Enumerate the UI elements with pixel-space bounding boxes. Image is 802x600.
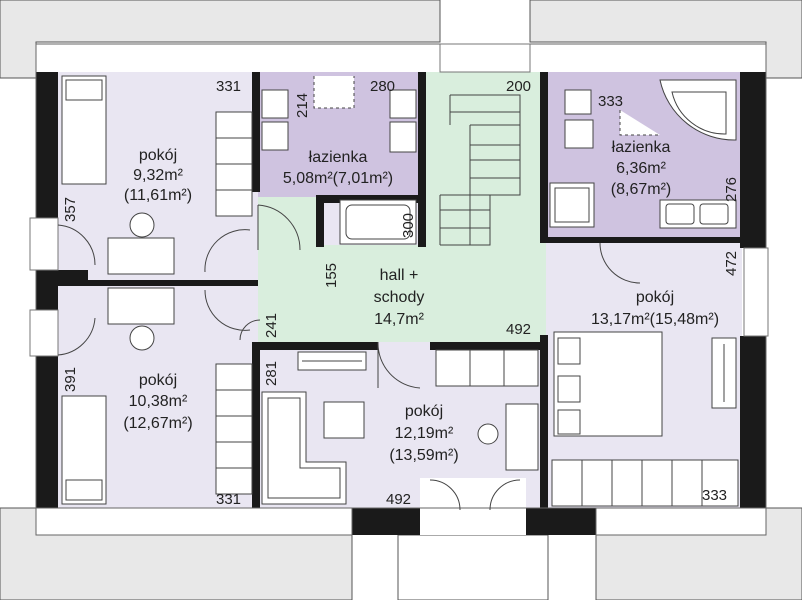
balcony-floor [420, 478, 526, 535]
dim-155: 155 [323, 263, 340, 288]
dim-331-top: 331 [216, 78, 241, 95]
dim-492-top: 492 [506, 321, 531, 338]
room-bottom-center-area: 12,19m² [395, 425, 454, 442]
windows [29, 43, 769, 357]
window-left-top [29, 217, 59, 271]
bath-right-area-gross: (8,67m²) [611, 181, 671, 198]
hall-area: 14,7m² [374, 311, 424, 328]
dim-241: 241 [263, 313, 280, 338]
dim-357: 357 [62, 197, 79, 222]
dim-492-bottom: 492 [386, 491, 411, 508]
walls [36, 72, 766, 535]
window-right [743, 247, 769, 337]
dim-300: 300 [400, 213, 417, 238]
dim-472: 472 [723, 251, 740, 276]
bath-right-area: 6,36m² [616, 160, 666, 177]
dim-331-bottom: 331 [216, 491, 241, 508]
bath-left-area: 5,08m²(7,01m²) [283, 170, 393, 187]
room-right-name: pokój [636, 289, 674, 306]
dim-214: 214 [294, 93, 311, 118]
dimension-labels: 331 214 280 200 333 357 276 300 155 472 … [62, 78, 740, 508]
bath-right-name: łazienka [612, 139, 671, 156]
room-labels: pokój 9,32m² (11,61m²) łazienka 5,08m²(7… [123, 139, 719, 464]
room-bottom-left-area: 10,38m² [129, 393, 188, 410]
dim-333-bottom: 333 [702, 487, 727, 504]
wardrobe-right [551, 459, 739, 507]
furniture [61, 75, 739, 507]
dim-280: 280 [370, 78, 395, 95]
room-bottom-left-area-gross: (12,67m²) [123, 415, 192, 432]
room-right-area: 13,17m²(15,48m²) [591, 311, 719, 328]
wardrobe-bottom-left [215, 363, 253, 495]
room-top-left-name: pokój [139, 147, 177, 164]
room-bottom-center-area-gross: (13,59m²) [389, 447, 458, 464]
wardrobe-bc [435, 349, 539, 387]
hall-name-1: hall + [380, 267, 419, 284]
dim-333-top: 333 [598, 93, 623, 110]
window-left-bottom [29, 309, 59, 357]
doors [57, 204, 641, 511]
room-top-left-area-gross: (11,61m²) [124, 187, 192, 204]
room-bottom-left-name: pokój [139, 372, 177, 389]
desk-top-left [107, 237, 175, 275]
stairs [439, 94, 521, 246]
desk-bottom-left [107, 287, 175, 325]
dim-391: 391 [62, 367, 79, 392]
room-bottom-center-name: pokój [405, 403, 443, 420]
dim-276: 276 [723, 177, 740, 202]
dim-281: 281 [263, 361, 280, 386]
dim-200: 200 [506, 78, 531, 95]
bath-left-name: łazienka [309, 149, 368, 166]
room-top-left-area: 9,32m² [133, 167, 183, 184]
window-top-hall [439, 43, 531, 73]
hall-name-2: schody [374, 289, 425, 306]
